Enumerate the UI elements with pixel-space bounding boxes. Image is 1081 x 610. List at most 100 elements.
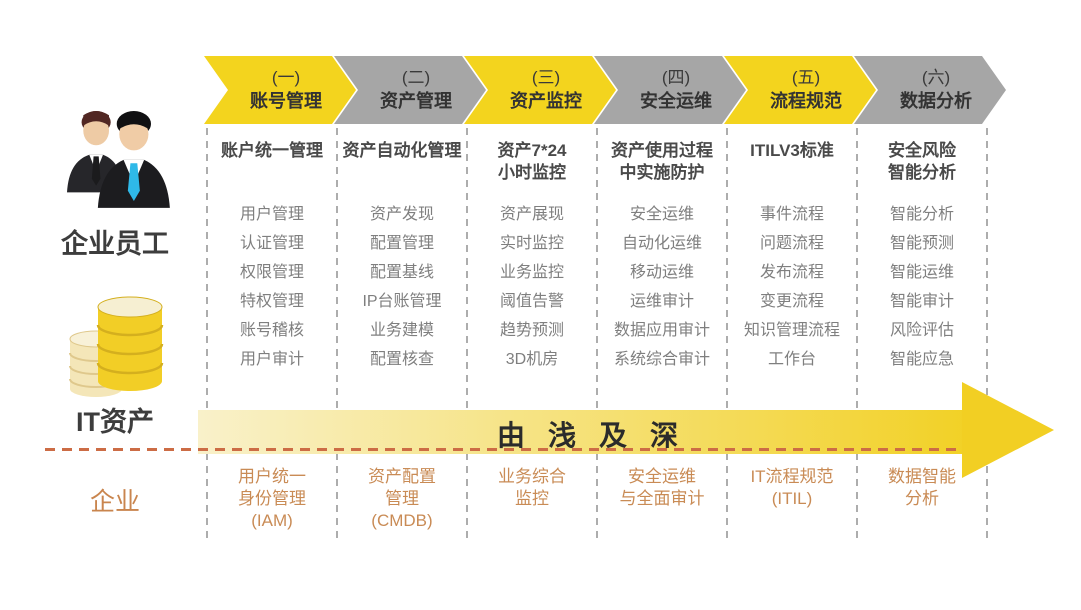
header-line: 资产7*24: [497, 141, 567, 160]
stage-column-2: 资产自动化管理 资产发现 配置管理 配置基线 IP台账管理 业务建模 配置核查: [337, 140, 467, 374]
gold-coins-icon: [69, 296, 164, 397]
solution-line: (ITIL): [771, 489, 813, 508]
stage-feature-columns: 账户统一管理 用户管理 认证管理 权限管理 特权管理 账号稽核 用户审计 资产自…: [207, 140, 987, 374]
solution-line: 数据智能: [888, 467, 956, 486]
right-arrow-icon: [198, 410, 968, 454]
header-line: 资产使用过程: [611, 141, 713, 160]
stage-chevron-1: (一) 账号管理: [204, 56, 356, 124]
stage-column-6: 安全风险 智能分析 智能分析 智能预测 智能运维 智能审计 风险评估 智能应急: [857, 140, 987, 374]
column-header: ITILV3标准: [727, 140, 857, 200]
column-header: 资产7*24 小时监控: [467, 140, 597, 200]
column-divider: [596, 128, 598, 542]
stage-column-3: 资产7*24 小时监控 资产展现 实时监控 业务监控 阈值告警 趋势预测 3D机…: [467, 140, 597, 374]
feature-item: 资产展现: [499, 206, 564, 223]
feature-item: 安全运维: [629, 206, 694, 223]
feature-item: 自动化运维: [621, 235, 702, 252]
column-divider: [986, 128, 988, 542]
feature-item: 智能运维: [889, 264, 954, 281]
header-line: 资产自动化管理: [342, 141, 462, 160]
enterprise-solution-row: 用户统一 身份管理 (IAM) 资产配置 管理 (CMDB) 业务综合 监控 安…: [207, 466, 987, 532]
stage-column-1: 账户统一管理 用户管理 认证管理 权限管理 特权管理 账号稽核 用户审计: [207, 140, 337, 374]
header-line: ITILV3标准: [750, 141, 834, 160]
feature-item: 风险评估: [889, 322, 954, 339]
feature-item: 事件流程: [759, 206, 824, 223]
feature-item: 权限管理: [239, 264, 304, 281]
feature-item: 配置核查: [369, 351, 434, 368]
solution-line: (IAM): [251, 511, 293, 530]
stage-chevron-2: (二) 资产管理: [334, 56, 486, 124]
feature-item: 认证管理: [239, 235, 304, 252]
solution-label-2: 资产配置 管理 (CMDB): [337, 466, 467, 532]
stage-number: (三): [531, 68, 561, 87]
depth-progression-label: 由浅及深: [497, 420, 702, 451]
stage-title: 账号管理: [250, 91, 322, 111]
feature-item: 实时监控: [499, 235, 564, 252]
stage-title: 数据分析: [900, 91, 972, 111]
header-line: 安全风险: [888, 141, 956, 160]
feature-item: 账号稽核: [239, 322, 304, 339]
feature-item: 配置管理: [369, 235, 434, 252]
feature-item: 阈值告警: [499, 293, 564, 310]
header-line: 中实施防护: [619, 163, 705, 182]
enterprise-employees-label: 企业员工: [61, 229, 169, 259]
stage-number: (六): [921, 68, 951, 87]
column-header: 资产自动化管理: [337, 140, 467, 200]
solution-label-3: 业务综合 监控: [467, 466, 597, 532]
businesspeople-icon: [67, 111, 170, 208]
feature-item: 智能审计: [889, 293, 954, 310]
header-line: 小时监控: [498, 163, 566, 182]
feature-item: 用户管理: [239, 206, 304, 223]
solution-line: 与全面审计: [619, 489, 705, 508]
feature-item: 数据应用审计: [613, 322, 710, 339]
stage-title: 安全运维: [640, 91, 712, 111]
stage-chevron-4: (四) 安全运维: [594, 56, 746, 124]
feature-item: 配置基线: [369, 264, 434, 281]
stage-chevron-6: (六) 数据分析: [854, 56, 1006, 124]
feature-item: 知识管理流程: [743, 322, 840, 339]
feature-item: 工作台: [767, 351, 816, 368]
feature-item: 业务建模: [369, 322, 434, 339]
feature-item: 智能应急: [889, 351, 954, 368]
feature-item: 业务监控: [499, 264, 564, 281]
solution-line: 分析: [905, 489, 939, 508]
column-header: 资产使用过程 中实施防护: [597, 140, 727, 200]
feature-item: 变更流程: [759, 293, 824, 310]
column-divider: [856, 128, 858, 542]
feature-item: 系统综合审计: [613, 351, 710, 368]
stage-number: (二): [401, 68, 431, 87]
feature-item: 趋势预测: [499, 322, 564, 339]
feature-item: 资产发现: [369, 206, 434, 223]
dashed-baseline: [45, 448, 983, 451]
stage-column-4: 资产使用过程 中实施防护 安全运维 自动化运维 移动运维 运维审计 数据应用审计…: [597, 140, 727, 374]
solution-label-6: 数据智能 分析: [857, 466, 987, 532]
solution-line: 资产配置: [368, 467, 436, 486]
solution-label-1: 用户统一 身份管理 (IAM): [207, 466, 337, 532]
solution-line: IT流程规范: [750, 467, 834, 486]
stage-number: (一): [271, 68, 301, 87]
stage-number: (四): [661, 68, 691, 87]
it-assets-label: IT资产: [76, 407, 154, 437]
column-divider: [336, 128, 338, 542]
column-divider: [466, 128, 468, 542]
solution-line: 业务综合: [498, 467, 566, 486]
feature-item: 问题流程: [759, 235, 824, 252]
header-line: 智能分析: [888, 163, 956, 182]
feature-item: 3D机房: [505, 351, 559, 368]
stage-chevron-3: (三) 资产监控: [464, 56, 616, 124]
stage-number: (五): [791, 68, 821, 87]
column-divider: [726, 128, 728, 542]
feature-item: IP台账管理: [362, 293, 442, 310]
solution-line: 监控: [515, 489, 549, 508]
feature-item: 发布流程: [759, 264, 824, 281]
enterprise-label: 企业: [89, 488, 140, 516]
stage-title: 资产监控: [510, 91, 582, 111]
solution-label-5: IT流程规范 (ITIL): [727, 466, 857, 532]
solution-line: 安全运维: [628, 467, 696, 486]
solution-line: 管理: [385, 489, 419, 508]
feature-item: 智能预测: [889, 235, 954, 252]
stage-title: 资产管理: [380, 91, 452, 111]
feature-item: 特权管理: [239, 293, 304, 310]
feature-item: 智能分析: [889, 206, 954, 223]
column-header: 安全风险 智能分析: [857, 140, 987, 200]
